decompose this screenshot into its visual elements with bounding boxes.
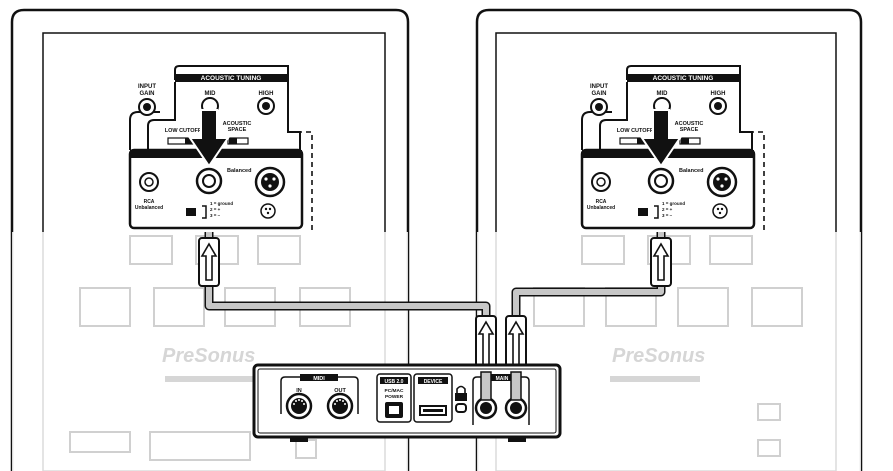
left-acoustic-tuning-label: ACOUSTIC TUNING	[201, 75, 262, 82]
left-balanced-label: Balanced	[227, 168, 251, 174]
right-low-cutoff-label: LOW CUTOFF	[617, 128, 654, 134]
right-xlr-pinout	[712, 203, 728, 219]
left-control-panel: ACOUSTIC TUNING INPUT GAIN MID HIGH LOW …	[128, 65, 313, 232]
right-input-gain-label-2: GAIN	[592, 91, 607, 97]
left-rca-label: RCA	[144, 199, 155, 205]
arrow-down-icon	[640, 109, 682, 168]
right-rca-label: RCA	[596, 199, 607, 205]
left-acoustic-space-switch[interactable]	[227, 137, 249, 145]
lock-icon	[455, 385, 467, 401]
left-input-gain-label-2: GAIN	[140, 91, 155, 97]
pc-mac-label: PC/MAC	[385, 388, 404, 394]
kensington-slot	[455, 403, 467, 413]
usb-label: USB 2.0	[385, 379, 404, 385]
right-trs-plug-icon	[638, 208, 648, 216]
left-low-cutoff-label: LOW CUTOFF	[165, 128, 202, 134]
cable-arrow-up-icon	[198, 237, 220, 287]
right-acoustic-space-label-1: ACOUSTIC	[675, 121, 704, 127]
left-acoustic-space-label-2: SPACE	[228, 127, 247, 133]
left-brand-logo: PreSonus	[162, 345, 255, 367]
right-balanced-label: Balanced	[679, 168, 703, 174]
right-acoustic-tuning-label: ACOUSTIC TUNING	[653, 75, 714, 82]
midi-in-label: IN	[296, 388, 302, 394]
left-trs-plug-icon	[186, 208, 196, 216]
left-acoustic-space-label-1: ACOUSTIC	[223, 121, 252, 127]
left-trs-legend-1: 1 = ground	[210, 201, 233, 206]
right-trs-legend-1: 1 = ground	[662, 201, 685, 206]
right-high-label: HIGH	[711, 91, 726, 97]
cables	[198, 232, 672, 396]
right-trs-legend-3: 3 = –	[662, 213, 673, 218]
left-mid-label: MID	[205, 91, 217, 97]
device-label: DEVICE	[424, 379, 443, 385]
left-trs-legend-2: 2 = +	[210, 207, 221, 212]
right-mid-label: MID	[657, 91, 669, 97]
right-trs-legend-2: 2 = +	[662, 207, 673, 212]
left-unbalanced-label: Unbalanced	[135, 205, 163, 211]
left-high-label: HIGH	[259, 91, 274, 97]
cable-arrow-up-icon	[650, 237, 672, 287]
midi-out-label: OUT	[334, 388, 346, 394]
right-acoustic-space-label-2: SPACE	[680, 127, 699, 133]
power-label: POWER	[385, 394, 404, 400]
right-input-gain-label-1: INPUT	[590, 84, 608, 90]
midi-label: MIDI	[313, 376, 325, 382]
right-unbalanced-label: Unbalanced	[587, 205, 615, 211]
left-trs-legend-3: 3 = –	[210, 213, 221, 218]
arrow-down-icon	[188, 109, 230, 168]
right-acoustic-space-switch[interactable]	[679, 137, 701, 145]
right-brand-logo: PreSonus	[612, 345, 705, 367]
main-label: MAIN	[496, 376, 509, 382]
left-xlr-pinout	[260, 203, 276, 219]
left-input-gain-label-1: INPUT	[138, 84, 156, 90]
